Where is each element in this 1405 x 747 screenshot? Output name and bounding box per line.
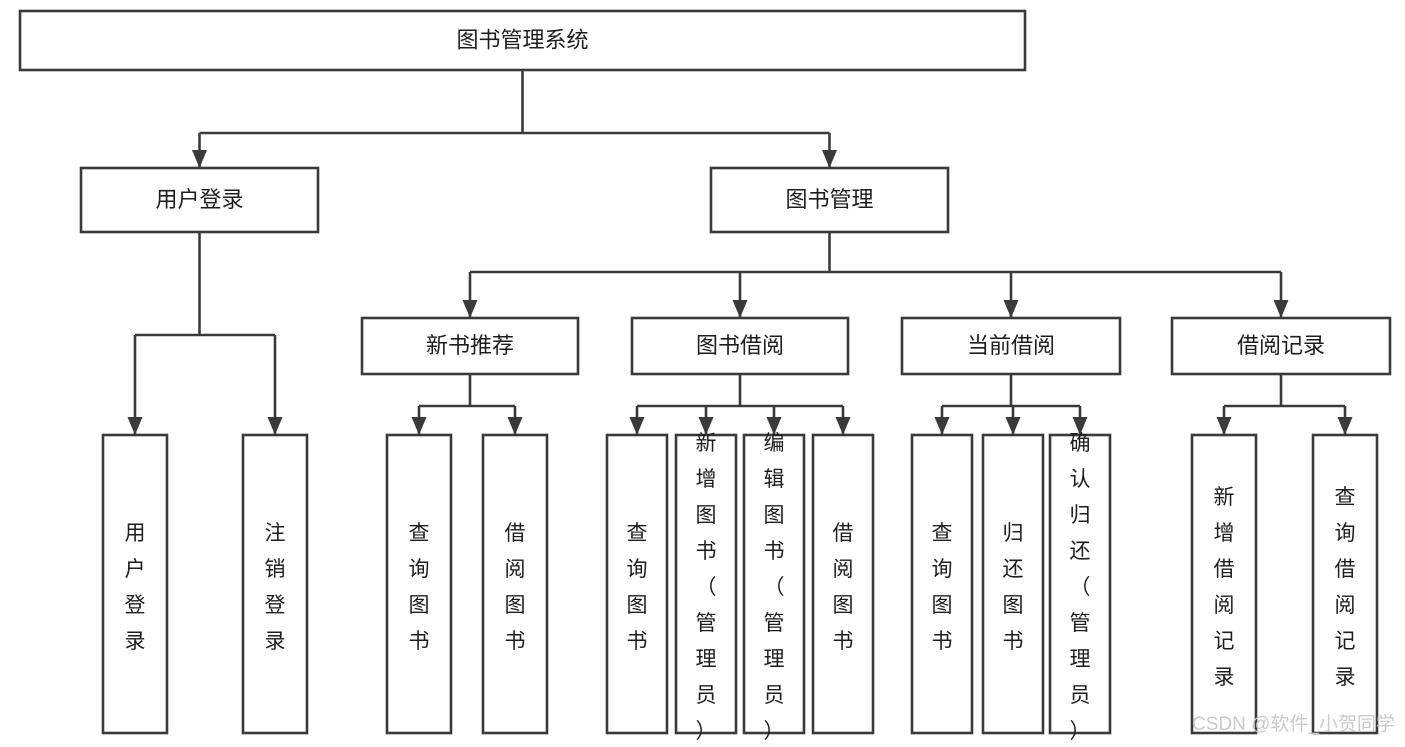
node-box-borrow-record[interactable] [1170, 316, 1392, 376]
arrow-head-icon [629, 417, 645, 435]
node-leaf-query-book-3[interactable]: 查询图书 [910, 433, 974, 735]
node-box-root[interactable] [18, 9, 1027, 72]
node-leaf-add-book[interactable]: 新增图书（管理员） [674, 432, 738, 743]
node-label-leaf-add-record: 新增借阅记录 [1214, 486, 1235, 689]
node-label-new-book-recommend: 新书推荐 [426, 333, 514, 358]
node-label-leaf-user-login: 用户登录 [125, 522, 146, 653]
node-box-new-book-recommend[interactable] [360, 316, 580, 376]
node-box-leaf-query-book-1[interactable] [385, 433, 453, 735]
node-box-leaf-query-book-3[interactable] [910, 433, 974, 735]
nodes-layer: 图书管理系统用户登录图书管理新书推荐图书借阅当前借阅借阅记录用户登录注销登录查询… [18, 9, 1392, 743]
node-leaf-query-book-2[interactable]: 查询图书 [605, 433, 669, 735]
arrow-head-icon [192, 150, 207, 168]
node-box-leaf-query-book-2[interactable] [605, 433, 669, 735]
node-label-book-borrow: 图书借阅 [696, 333, 784, 358]
node-box-current-borrow[interactable] [900, 316, 1122, 376]
node-new-book-recommend[interactable]: 新书推荐 [360, 316, 580, 376]
arrow-head-icon [1216, 417, 1232, 435]
arrow-head-icon [1005, 417, 1021, 435]
node-label-leaf-edit-book: 编辑图书（管理员） [764, 432, 785, 743]
node-box-leaf-borrow-book-2[interactable] [811, 433, 875, 735]
node-label-leaf-query-record: 查询借阅记录 [1335, 486, 1356, 689]
node-leaf-confirm-return[interactable]: 确认归还（管理员） [1048, 432, 1112, 743]
node-box-leaf-add-record[interactable] [1190, 433, 1258, 735]
node-book-borrow[interactable]: 图书借阅 [630, 316, 850, 376]
edge-group-user-login [127, 232, 283, 435]
node-label-leaf-user-logout: 注销登录 [265, 522, 286, 653]
node-leaf-user-login[interactable]: 用户登录 [101, 433, 169, 735]
node-leaf-add-record[interactable]: 新增借阅记录 [1190, 433, 1258, 735]
node-leaf-edit-book[interactable]: 编辑图书（管理员） [742, 432, 806, 743]
node-label-book-manage: 图书管理 [785, 187, 873, 212]
node-leaf-return-book[interactable]: 归还图书 [981, 433, 1045, 735]
edge-group-book-manage [462, 232, 1289, 318]
node-book-manage[interactable]: 图书管理 [709, 166, 950, 234]
edge-group-root [192, 70, 837, 168]
node-label-leaf-return-book: 归还图书 [1003, 522, 1024, 653]
arrow-head-icon [732, 300, 748, 318]
node-box-leaf-query-record[interactable] [1311, 433, 1379, 735]
node-box-book-manage[interactable] [709, 166, 950, 234]
node-box-leaf-return-book[interactable] [981, 433, 1045, 735]
node-box-leaf-add-book[interactable] [674, 433, 738, 735]
edge-group-book-borrow [629, 374, 851, 435]
arrow-head-icon [1273, 300, 1289, 318]
node-leaf-query-book-1[interactable]: 查询图书 [385, 433, 453, 735]
node-box-leaf-confirm-return[interactable] [1048, 433, 1112, 735]
node-label-leaf-confirm-return: 确认归还（管理员） [1070, 432, 1091, 743]
node-borrow-record[interactable]: 借阅记录 [1170, 316, 1392, 376]
node-user-login[interactable]: 用户登录 [79, 166, 320, 234]
csdn-watermark: CSDN @软件_小贺同学 [1192, 713, 1395, 735]
node-label-leaf-borrow-book-1: 借阅图书 [505, 522, 526, 653]
arrow-head-icon [411, 417, 427, 435]
node-label-root: 图书管理系统 [456, 27, 588, 52]
node-leaf-query-record[interactable]: 查询借阅记录 [1311, 433, 1379, 735]
node-label-leaf-query-book-1: 查询图书 [409, 522, 430, 653]
node-leaf-borrow-book-2[interactable]: 借阅图书 [811, 433, 875, 735]
edge-group-current-borrow [934, 374, 1088, 435]
node-box-leaf-user-logout[interactable] [241, 433, 309, 735]
node-label-leaf-add-book: 新增图书（管理员） [696, 432, 717, 743]
arrow-head-icon [127, 417, 143, 435]
node-leaf-borrow-book-1[interactable]: 借阅图书 [481, 433, 549, 735]
node-label-leaf-query-book-3: 查询图书 [932, 522, 953, 653]
arrow-head-icon [934, 417, 950, 435]
edges-layer [127, 70, 1353, 435]
node-leaf-user-logout[interactable]: 注销登录 [241, 433, 309, 735]
node-label-leaf-borrow-book-2: 借阅图书 [833, 522, 854, 653]
node-box-book-borrow[interactable] [630, 316, 850, 376]
node-label-leaf-query-book-2: 查询图书 [627, 522, 648, 653]
node-root[interactable]: 图书管理系统 [18, 9, 1027, 72]
arrow-head-icon [267, 417, 283, 435]
node-current-borrow[interactable]: 当前借阅 [900, 316, 1122, 376]
node-box-user-login[interactable] [79, 166, 320, 234]
node-box-leaf-edit-book[interactable] [742, 433, 806, 735]
arrow-head-icon [1337, 417, 1353, 435]
arrow-head-icon [822, 150, 837, 168]
node-label-user-login: 用户登录 [155, 187, 243, 212]
node-box-leaf-user-login[interactable] [101, 433, 169, 735]
arrow-head-icon [1072, 417, 1088, 435]
arrow-head-icon [835, 417, 851, 435]
node-box-leaf-borrow-book-1[interactable] [481, 433, 549, 735]
node-label-current-borrow: 当前借阅 [967, 333, 1055, 358]
arrow-head-icon [766, 417, 782, 435]
edge-group-borrow-record [1216, 374, 1353, 435]
node-label-borrow-record: 借阅记录 [1237, 333, 1325, 358]
arrow-head-icon [1003, 300, 1019, 318]
edge-group-new-book-recommend [411, 374, 523, 435]
arrow-head-icon [507, 417, 523, 435]
arrow-head-icon [462, 300, 478, 318]
arrow-head-icon [698, 417, 714, 435]
